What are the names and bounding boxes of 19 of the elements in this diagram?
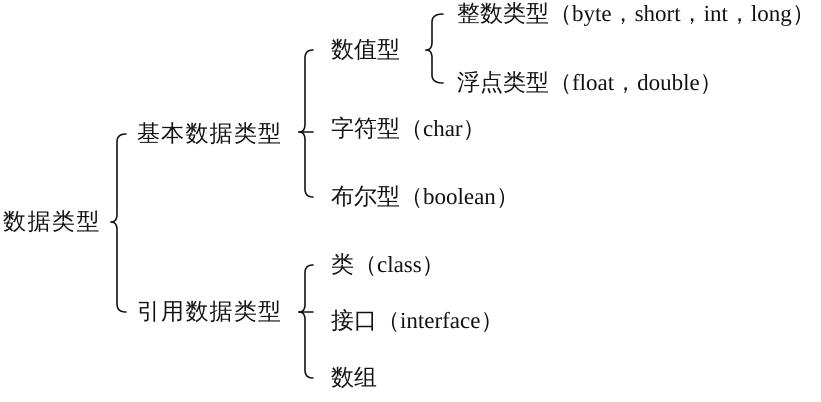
type-label: 数据类型 (3, 209, 101, 235)
curly-brace (298, 131, 314, 133)
type-label: 数值型 (331, 37, 400, 63)
type-label: 整数类型（byte，short，int，long） (457, 1, 815, 27)
curly-brace (110, 221, 127, 313)
curly-brace (298, 311, 314, 379)
type-label: 引用数据类型 (137, 299, 282, 325)
type-label: 类（class） (331, 252, 445, 278)
curly-brace (298, 311, 314, 313)
type-label: 基本数据类型 (137, 121, 282, 147)
curly-brace (110, 133, 127, 223)
curly-brace (425, 13, 444, 51)
curly-brace (425, 49, 444, 84)
type-label: 布尔型（boolean） (331, 184, 519, 210)
type-label: 数组 (331, 365, 377, 391)
type-label: 字符型（char） (331, 116, 486, 142)
type-label: 接口（interface） (331, 308, 504, 334)
curly-brace (298, 131, 314, 198)
type-label: 浮点类型（float，double） (457, 70, 723, 96)
